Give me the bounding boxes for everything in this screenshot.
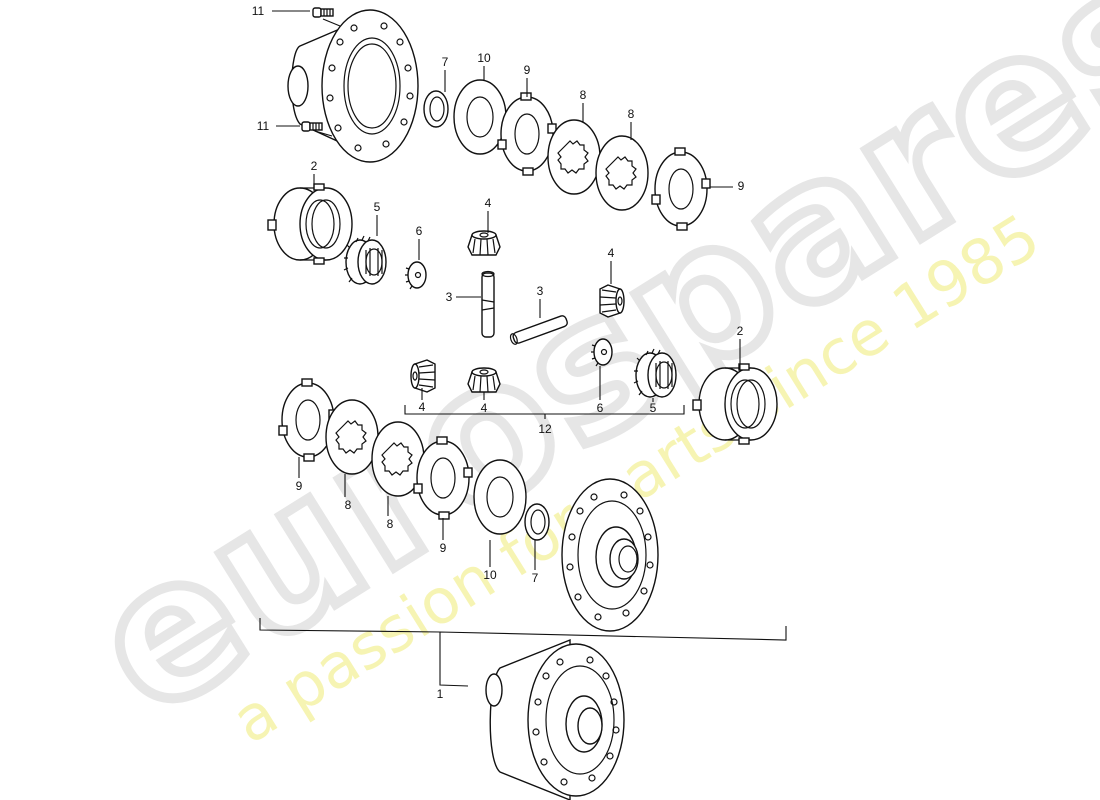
- toothed-thrust-washer-icon[interactable]: [591, 338, 613, 367]
- callout-8[interactable]: 8: [386, 517, 394, 531]
- differential-pinion-icon[interactable]: [467, 367, 501, 393]
- callout-9[interactable]: 9: [439, 541, 447, 555]
- callout-5[interactable]: 5: [649, 401, 657, 415]
- inner-friction-disc-icon[interactable]: [547, 119, 601, 195]
- callout-2[interactable]: 2: [310, 159, 318, 173]
- callout-12[interactable]: 12: [538, 422, 552, 436]
- inner-friction-disc-icon[interactable]: [325, 399, 379, 475]
- bolt-icon[interactable]: [312, 7, 334, 18]
- callout-4[interactable]: 4: [480, 401, 488, 415]
- callout-10[interactable]: 10: [477, 51, 491, 65]
- callout-3[interactable]: 3: [445, 290, 453, 304]
- bolt-icon[interactable]: [301, 121, 323, 132]
- callout-7[interactable]: 7: [531, 571, 539, 585]
- callout-8[interactable]: 8: [344, 498, 352, 512]
- callout-6[interactable]: 6: [596, 401, 604, 415]
- callout-10[interactable]: 10: [483, 568, 497, 582]
- diff-housing-half-icon[interactable]: [287, 9, 419, 163]
- callout-4[interactable]: 4: [607, 246, 615, 260]
- callout-6[interactable]: 6: [415, 224, 423, 238]
- pressure-ring-icon[interactable]: [267, 183, 353, 265]
- diff-assembly-icon[interactable]: [485, 638, 625, 800]
- callout-11[interactable]: 11: [256, 119, 270, 133]
- callout-1[interactable]: 1: [436, 687, 444, 701]
- spring-washer-icon[interactable]: [473, 459, 527, 535]
- shim-icon[interactable]: [524, 503, 550, 541]
- callout-4[interactable]: 4: [418, 400, 426, 414]
- toothed-thrust-washer-icon[interactable]: [405, 261, 427, 290]
- callout-7[interactable]: 7: [441, 55, 449, 69]
- callout-8[interactable]: 8: [579, 88, 587, 102]
- shim-icon[interactable]: [423, 90, 449, 128]
- callout-9[interactable]: 9: [737, 179, 745, 193]
- side-gear-icon[interactable]: [343, 235, 387, 285]
- callout-9[interactable]: 9: [523, 63, 531, 77]
- callout-4[interactable]: 4: [484, 196, 492, 210]
- callout-8[interactable]: 8: [627, 107, 635, 121]
- callout-11[interactable]: 11: [251, 4, 265, 18]
- outer-friction-disc-icon[interactable]: [497, 92, 557, 176]
- differential-pinion-icon[interactable]: [467, 230, 501, 256]
- assembly-bracket: [259, 618, 787, 687]
- differential-shaft-icon[interactable]: [509, 315, 568, 346]
- group-bracket-12: [404, 405, 685, 419]
- callout-9[interactable]: 9: [295, 479, 303, 493]
- differential-shaft-icon[interactable]: [481, 270, 495, 338]
- callout-5[interactable]: 5: [373, 200, 381, 214]
- inner-friction-disc-icon[interactable]: [595, 135, 649, 211]
- callout-2[interactable]: 2: [736, 324, 744, 338]
- differential-pinion-icon[interactable]: [599, 284, 625, 318]
- diff-cover-half-icon[interactable]: [561, 478, 659, 632]
- differential-pinion-icon[interactable]: [410, 359, 436, 393]
- callout-3[interactable]: 3: [536, 284, 544, 298]
